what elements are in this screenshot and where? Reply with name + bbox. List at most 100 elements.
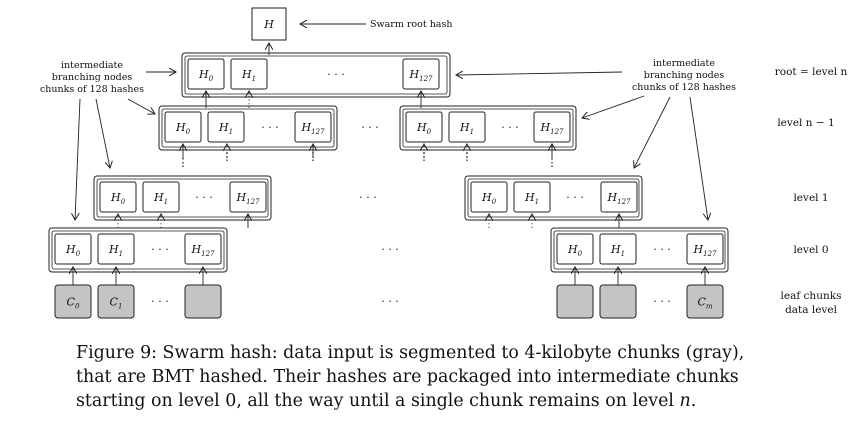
vdots-ln1-left-h0: ⋮ — [178, 156, 189, 169]
ln1-middle-ellipsis: · · · — [361, 121, 378, 134]
level-label-root: root = level n — [775, 66, 848, 78]
right-annotation-line-2: branching nodes — [644, 70, 725, 81]
l0-right-h127 — [686, 233, 724, 265]
l1-right-h127 — [600, 181, 638, 213]
right-annotation-line-1: intermediate — [653, 58, 715, 69]
leaf-chunk-cm-label: Cm — [697, 296, 712, 311]
right-annotation-arrow-root — [456, 72, 623, 75]
leaf-chunk-c1-label: C1 — [110, 296, 123, 311]
level-label-0: level 0 — [793, 244, 828, 256]
l0-left-ellipsis: · · · — [151, 243, 168, 256]
left-annotation-line-3: chunks of 128 hashes — [40, 84, 144, 95]
l1-right-h0 — [470, 181, 508, 213]
root-hash-box-label: H — [263, 18, 274, 31]
ln1-right-h0-label: H0 — [416, 121, 432, 136]
level-1-right-group — [464, 175, 643, 221]
root-annotation-text: Swarm root hash — [370, 19, 452, 30]
caption-period: . — [690, 391, 697, 411]
caption-line-3-text: starting on level 0, all the way until a… — [76, 391, 680, 411]
left-annotation-arrow-l1 — [95, 98, 110, 168]
level-1-left-group — [93, 175, 272, 221]
l1-left-h0 — [99, 181, 137, 213]
right-annotation-arrow-l1 — [634, 96, 671, 168]
ln1-right-h0 — [405, 111, 443, 143]
l0-left-h1 — [97, 233, 135, 265]
l1-left-ellipsis: · · · — [195, 191, 212, 204]
figure-caption: Figure 9: Swarm hash: data input is segm… — [76, 341, 836, 413]
l0-right-h127-label: H127 — [693, 243, 718, 258]
leaf-chunk-right-2 — [599, 284, 637, 319]
vdots-ln1-left-h127: ⋮ — [308, 150, 319, 163]
chunk-groups — [48, 52, 729, 273]
left-annotation-arrow-l0 — [75, 98, 81, 220]
level-n-1-left-group-inner — [161, 108, 335, 148]
leaf-middle-ellipsis: · · · — [381, 295, 398, 308]
level-label-leaf-2: data level — [785, 304, 838, 316]
l1-right-h1 — [513, 181, 551, 213]
l1-left-h127-label: H127 — [236, 191, 261, 206]
l1-left-h127 — [229, 181, 267, 213]
leaf-chunk-cm — [686, 284, 724, 319]
ln1-left-h127-label: H127 — [301, 121, 326, 136]
root-node-h0 — [187, 58, 225, 90]
ln1-left-h127 — [294, 111, 332, 143]
caption-line-2: that are BMT hashed. Their hashes are pa… — [76, 367, 739, 387]
left-annotation-line-2: branching nodes — [52, 72, 133, 83]
left-annotation-arrow-ln1 — [127, 98, 155, 114]
level-1-right-group-inner — [467, 178, 640, 218]
l1-right-h127-label: H127 — [607, 191, 632, 206]
ln1-left-h1-label: H1 — [218, 121, 233, 136]
caption-line-1: Figure 9: Swarm hash: data input is segm… — [76, 343, 745, 363]
leaf-left-ellipsis: · · · — [151, 295, 168, 308]
level-label-leaf-1: leaf chunks — [781, 290, 842, 302]
level-n-1-right-group-inner — [402, 108, 574, 148]
level-n-1-right-group — [399, 105, 577, 151]
leaf-chunk-left-last — [184, 284, 222, 319]
ln1-right-h127-label: H127 — [540, 121, 565, 136]
vdots-ln1-right-h1: ⋮ — [462, 150, 473, 163]
level-label-1: level 1 — [793, 192, 828, 204]
vdots-ln1-right-h127: ⋮ — [547, 156, 558, 169]
l0-right-h1-label: H1 — [610, 243, 625, 258]
ln1-right-h1-label: H1 — [459, 121, 474, 136]
connectors — [73, 24, 708, 285]
level-n-1-left-group — [158, 105, 338, 151]
hash-nodes — [54, 7, 724, 319]
l0-right-h0-label: H0 — [567, 243, 583, 258]
l0-left-h127 — [184, 233, 222, 265]
l0-right-h0 — [556, 233, 594, 265]
l1-right-h0-label: H0 — [481, 191, 497, 206]
l0-left-h127-label: H127 — [191, 243, 216, 258]
root-level-group-inner — [184, 55, 448, 95]
l1-left-h1-label: H1 — [153, 191, 168, 206]
ln1-left-ellipsis: · · · — [261, 121, 278, 134]
l1-right-ellipsis: · · · — [566, 191, 583, 204]
right-annotation-arrow-ln1 — [582, 95, 645, 118]
leaf-chunk-right-1 — [556, 284, 594, 319]
l1-right-h1-label: H1 — [524, 191, 539, 206]
level-0-right-group — [550, 227, 729, 273]
l0-left-h1-label: H1 — [108, 243, 123, 258]
l0-left-h0 — [54, 233, 92, 265]
ln1-right-h1 — [448, 111, 486, 143]
ln1-left-h1 — [207, 111, 245, 143]
root-node-h1-label: H1 — [241, 68, 256, 83]
l0-left-h0-label: H0 — [65, 243, 81, 258]
caption-line-3: starting on level 0, all the way until a… — [76, 389, 836, 413]
ln1-right-h127 — [533, 111, 571, 143]
right-annotation-arrow-l0 — [689, 96, 708, 220]
l1-left-h0-label: H0 — [110, 191, 126, 206]
l0-middle-ellipsis: · · · — [381, 243, 398, 256]
root-level-group — [181, 52, 451, 98]
l1-middle-ellipsis: · · · — [359, 191, 376, 204]
l1-left-h1 — [142, 181, 180, 213]
root-node-h1 — [230, 58, 268, 90]
ln1-right-ellipsis: · · · — [501, 121, 518, 134]
root-node-h0-label: H0 — [198, 68, 214, 83]
l0-right-h1 — [599, 233, 637, 265]
leaf-chunk-c0-label: C0 — [67, 296, 80, 311]
level-0-left-group-inner — [51, 230, 225, 270]
root-node-h127-label: H127 — [409, 68, 434, 83]
